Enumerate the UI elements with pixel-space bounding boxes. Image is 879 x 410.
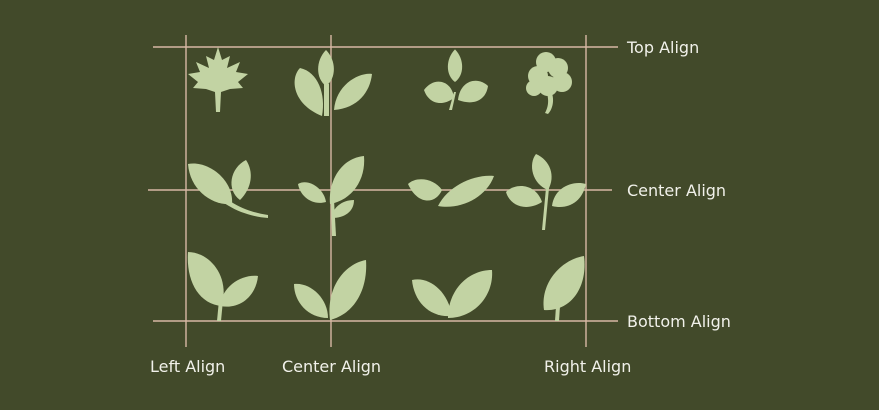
- center-align-row-label: Center Align: [627, 181, 727, 200]
- sprout-stem-icon: [298, 156, 365, 236]
- maple-leaf-icon: [188, 47, 248, 112]
- right-align-label: Right Align: [544, 357, 632, 376]
- bottom-align-label: Bottom Align: [627, 312, 731, 331]
- single-leaf-icon: [543, 256, 585, 321]
- center-align-column-label: Center Align: [282, 357, 382, 376]
- left-align-label: Left Align: [150, 357, 226, 376]
- double-leaf-icon: [412, 270, 493, 318]
- plant-sprout-icon: [294, 50, 372, 116]
- two-leaf-branch-icon: [408, 175, 494, 207]
- three-leaf-sprig-icon: [424, 49, 488, 110]
- curved-stem-leaves-icon: [188, 160, 268, 218]
- sprout-leaves-icon: [294, 260, 367, 320]
- top-align-label: Top Align: [627, 38, 700, 57]
- two-leaves-icon: [187, 252, 258, 321]
- branch-leaves-icon: [506, 154, 586, 230]
- clover-icon: [526, 52, 572, 114]
